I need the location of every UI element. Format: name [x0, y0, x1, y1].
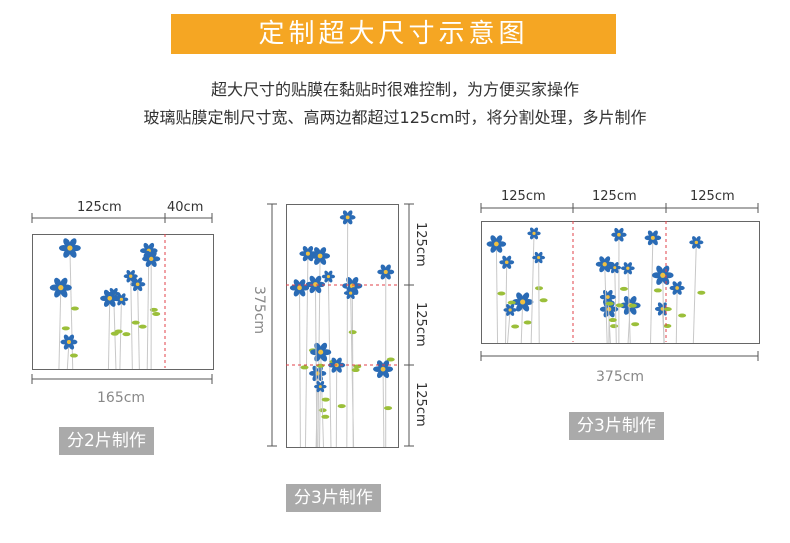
flower-icon	[669, 281, 687, 343]
flower-icon	[339, 210, 357, 447]
ex2-height-2: 125cm	[413, 302, 428, 347]
flower-icon	[343, 287, 360, 447]
flower-illustration	[289, 210, 395, 447]
flower-icon	[503, 304, 520, 343]
ex1-panel	[32, 234, 214, 370]
flower-icon	[142, 250, 161, 369]
flower-icon	[611, 227, 628, 343]
flower-icon	[644, 230, 662, 343]
flower-icon	[373, 360, 394, 447]
description-line-1: 超大尺寸的贴膜在黏贴时很难控制，为方便买家操作	[210, 80, 579, 99]
ex2-height-1: 125cm	[413, 222, 428, 267]
flower-icon	[532, 251, 548, 343]
ex3-panel	[481, 221, 760, 344]
flower-icon	[114, 293, 131, 369]
ex2-panel	[286, 204, 399, 448]
flower-illustration	[486, 227, 706, 343]
title-banner: 定制超大尺寸示意图	[171, 14, 616, 54]
flower-icon	[620, 262, 637, 343]
flower-icon	[595, 256, 614, 343]
flower-icon	[60, 334, 78, 369]
flower-icon	[123, 269, 140, 369]
ex2-pieces-badge: 分3片制作	[286, 484, 381, 512]
ex1-total-width: 165cm	[97, 390, 146, 406]
flower-icon	[58, 238, 81, 369]
flower-icon	[486, 235, 507, 343]
ex3-width-3: 125cm	[690, 189, 735, 204]
flower-icon	[100, 289, 120, 369]
ex2-total-height: 375cm	[251, 286, 267, 335]
ex3-pieces-badge: 分3片制作	[569, 412, 664, 440]
flower-illustration	[49, 238, 161, 369]
flower-icon	[608, 262, 624, 343]
flower-icon	[314, 380, 330, 447]
ex1-width-1: 125cm	[77, 200, 122, 215]
ex2-height-3: 125cm	[413, 382, 428, 427]
flower-icon	[689, 236, 706, 343]
ex3-width-2: 125cm	[592, 189, 637, 204]
ex3-width-1: 125cm	[501, 189, 546, 204]
flower-icon	[499, 255, 516, 343]
flower-icon	[321, 270, 338, 447]
ex3-total-width: 375cm	[596, 369, 645, 385]
ex1-width-2: 40cm	[167, 200, 204, 215]
flower-icon	[49, 277, 72, 369]
description-line-2: 玻璃贴膜定制尺寸宽、高两边都超过125cm时，将分割处理，多片制作	[143, 108, 647, 127]
flower-icon	[129, 277, 147, 369]
flower-icon	[377, 264, 395, 447]
flower-icon	[305, 275, 326, 447]
ex1-pieces-badge: 分2片制作	[59, 427, 154, 455]
